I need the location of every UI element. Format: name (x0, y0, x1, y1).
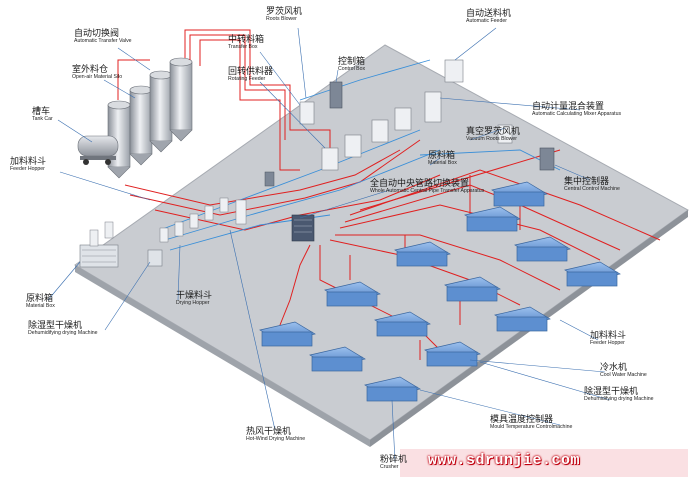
silo-2 (129, 85, 153, 166)
left-dryer-cluster (79, 197, 247, 268)
molding-machine (494, 306, 551, 332)
molding-machine (514, 236, 571, 262)
label-dehumidifying-right: 除湿型干燥机 Dehumidifying drying Machine (584, 387, 654, 403)
molding-machine (464, 206, 521, 232)
molding-machine (259, 321, 316, 347)
molding-machine (309, 346, 366, 372)
label-dehumidifying-left: 除湿型干燥机 Dehumidifying drying Machine (28, 321, 98, 337)
label-central-transfer: 全自动中央管路切换装置 Whole Automatic Central Pipe… (370, 179, 485, 195)
label-vacuum-roots-blower: 真空罗茨风机 Vacuum Roots Blower (466, 127, 521, 143)
silo-3 (149, 70, 173, 153)
label-mixer-apparatus: 自动计量混合装置 Automatic Calculating Mixer App… (532, 102, 622, 118)
molding-machine (394, 241, 451, 267)
label-roots-blower: 罗茨风机 Roots Blower (266, 7, 303, 23)
molding-machines (259, 181, 621, 402)
label-drying-hopper: 干燥料斗 Drying Hopper (176, 291, 213, 307)
label-central-control: 集中控制器 Central Control Machine (564, 177, 620, 193)
molding-machine (491, 181, 548, 207)
label-feeder-hopper-right: 加料料斗 Feeder Hopper (590, 331, 627, 347)
label-automatic-feeder: 自动送料机 Automatic Feeder (466, 9, 512, 25)
label-material-box-left: 原料箱 Material Box (26, 294, 55, 310)
silo-4 (169, 57, 193, 142)
website-banner (400, 449, 688, 477)
label-mould-temp: 模具温度控制器 Mould Temperature Controlmachine (490, 415, 573, 431)
label-open-air-silo: 室外料仓 Open-air Material Silo (72, 65, 123, 81)
molding-machine (374, 311, 431, 337)
label-control-box: 控制箱 Control Box (338, 57, 366, 73)
tank-car (77, 135, 119, 165)
molding-machine (444, 276, 501, 302)
molding-machine (364, 376, 421, 402)
floor-front-edge-left (75, 265, 370, 447)
label-tank-car: 槽车 Tank Car (32, 107, 53, 123)
molding-machine (324, 281, 381, 307)
label-rotating-feeder: 回转供料器 Rotating Feeder (228, 67, 274, 83)
label-hot-wind-dryer: 热风干燥机 Hot-Wind Drying Machine (246, 427, 306, 443)
label-crusher: 粉碎机 Crusher (380, 455, 408, 471)
label-leader-lines (47, 27, 611, 463)
label-feeder-hopper-left: 加料料斗 Feeder Hopper (10, 157, 47, 173)
label-auto-transfer-valve: 自动切换阀 Automatic Transfer Valve (74, 29, 132, 45)
label-cool-water: 冷水机 Cool Water Machine (600, 363, 647, 379)
vacuum-pipes-blue (159, 59, 561, 251)
molding-machine (424, 341, 481, 367)
label-transfer-box: 中转料箱 Transfer Box (228, 35, 265, 51)
label-material-box-mid: 原料箱 Material Box (428, 151, 457, 167)
website-url[interactable]: www.sdrunjie.com (428, 452, 581, 469)
molding-machine (564, 261, 621, 287)
